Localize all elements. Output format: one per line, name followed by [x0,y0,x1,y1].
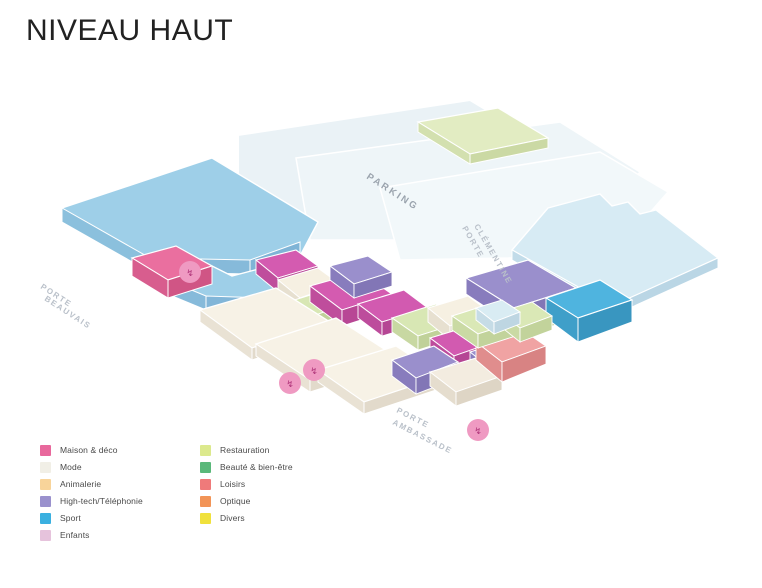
legend-label-maison-deco: Maison & déco [60,445,118,455]
legend-label-loisirs: Loisirs [220,479,246,489]
page-title: NIVEAU HAUT [26,14,234,47]
escalator-marker-1-glyph: ↯ [186,268,194,278]
legend-item-restauration[interactable]: Restauration [200,444,340,457]
legend: Maison & déco Mode Animalerie High-tech/… [40,444,340,542]
legend-label-divers: Divers [220,513,245,523]
escalator-marker-3-glyph: ↯ [310,366,318,376]
escalator-marker-1[interactable]: ↯ [179,261,201,283]
legend-item-loisirs[interactable]: Loisirs [200,478,340,491]
block-restauration-isolated[interactable] [416,107,550,165]
legend-swatch-animalerie [40,479,51,490]
legend-item-enfants[interactable]: Enfants [40,529,180,542]
legend-swatch-hightech [40,496,51,507]
legend-swatch-sport [40,513,51,524]
zone-label-porte-beauvais: PORTE BEAUVAIS [39,282,93,331]
legend-column-left: Maison & déco Mode Animalerie High-tech/… [40,444,180,542]
escalator-marker-3[interactable]: ↯ [303,359,325,381]
escalator-marker-2-glyph: ↯ [286,379,294,389]
legend-item-divers[interactable]: Divers [200,512,340,525]
zone-label-porte-ambassade: PORTE AMBASSADE [391,406,454,456]
mall-floor-map[interactable]: PORTE BEAUVAIS PARKING PORTE CLÉMENTINE … [0,60,762,460]
legend-item-sport[interactable]: Sport [40,512,180,525]
map-canvas[interactable]: PORTE BEAUVAIS PARKING PORTE CLÉMENTINE … [0,60,762,460]
legend-column-right: Restauration Beauté & bien-être Loisirs … [200,444,340,542]
block-right-small-group[interactable] [474,299,554,343]
legend-swatch-mode [40,462,51,473]
legend-item-optique[interactable]: Optique [200,495,340,508]
escalator-marker-2[interactable]: ↯ [279,372,301,394]
legend-label-animalerie: Animalerie [60,479,102,489]
legend-label-beaute: Beauté & bien-être [220,462,293,472]
legend-swatch-divers [200,513,211,524]
legend-label-restauration: Restauration [220,445,270,455]
legend-swatch-optique [200,496,211,507]
legend-swatch-enfants [40,530,51,541]
legend-item-animalerie[interactable]: Animalerie [40,478,180,491]
legend-item-beaute[interactable]: Beauté & bien-être [200,461,340,474]
legend-label-enfants: Enfants [60,530,90,540]
legend-label-optique: Optique [220,496,251,506]
legend-swatch-loisirs [200,479,211,490]
legend-label-hightech: High-tech/Téléphonie [60,496,143,506]
legend-swatch-restauration [200,445,211,456]
legend-swatch-maison-deco [40,445,51,456]
legend-item-maison-deco[interactable]: Maison & déco [40,444,180,457]
escalator-marker-4-glyph: ↯ [474,426,482,436]
legend-label-sport: Sport [60,513,81,523]
legend-item-hightech[interactable]: High-tech/Téléphonie [40,495,180,508]
legend-label-mode: Mode [60,462,82,472]
escalator-marker-4[interactable]: ↯ [467,419,489,441]
legend-item-mode[interactable]: Mode [40,461,180,474]
block-sport-right[interactable] [544,279,634,343]
legend-swatch-beaute [200,462,211,473]
